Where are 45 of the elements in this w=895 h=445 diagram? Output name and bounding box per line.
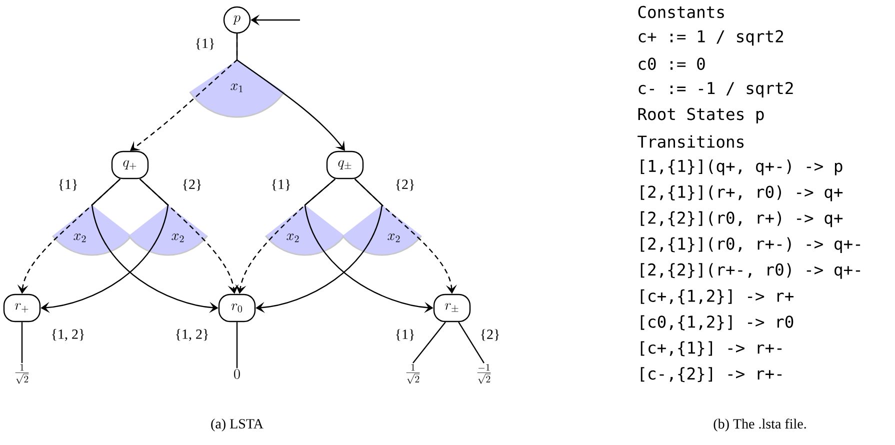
connector-line <box>458 322 485 364</box>
code-line: c- := -1 / sqrt2 <box>638 82 793 98</box>
leaf-value: $\frac{1}{\sqrt{2}}$ <box>15 364 29 384</box>
state-node: $r_{0}$ <box>218 294 256 322</box>
leaf-value: $\frac{-1}{\sqrt{2}}$ <box>477 364 491 384</box>
set-label: {1} <box>272 179 290 191</box>
state-node: $q_{\pm}$ <box>326 150 364 180</box>
state-node: $r_{\pm}$ <box>433 294 471 322</box>
connector-line <box>412 322 446 364</box>
code-line: [c+,{1,2}] -> r+ <box>640 289 794 304</box>
code-line: [2,{1}](r+, r0) -> q+ <box>640 185 843 202</box>
variable-label: $x_2$ <box>172 234 184 242</box>
caption: (b) The .lsta file. <box>714 418 806 432</box>
set-label: {1, 2} <box>52 329 84 341</box>
code-line: [1,{1}](q+, q+-) -> p <box>640 160 842 176</box>
set-label: {1, 2} <box>176 329 208 341</box>
variable-label: $x_2$ <box>74 234 86 242</box>
code-line: [c0,{1,2}] -> r0 <box>640 315 794 330</box>
code-line: [2,{2}](r0, r+) -> q+ <box>640 211 843 228</box>
code-line: [2,{1}](r0, r+-) -> q+- <box>640 237 860 253</box>
state-node: $q_{+}$ <box>111 150 149 180</box>
code-line: c+ := 1 / sqrt2 <box>638 30 783 46</box>
arrow <box>236 34 345 151</box>
caption: (a) LSTA <box>211 418 264 432</box>
code-line: Root States p <box>638 108 764 124</box>
leaf-value: $\frac{1}{\sqrt{2}}$ <box>406 364 420 384</box>
code-line: [c+,{1}] -> r+- <box>640 341 782 356</box>
variable-label: $x_1$ <box>230 84 242 92</box>
leaf-value: $0$ <box>234 369 240 379</box>
variable-label: $x_2$ <box>388 234 400 242</box>
code-line: Constants <box>638 6 724 18</box>
set-label: {2} <box>183 179 201 191</box>
connector-line <box>21 322 23 364</box>
variable-label: $x_2$ <box>286 234 299 242</box>
state-node: $r_{+}$ <box>3 294 41 322</box>
set-label: {1} <box>396 329 414 341</box>
set-label: {1} <box>196 38 214 50</box>
code-line: [2,{2}](r+-, r0) -> q+- <box>640 263 860 279</box>
set-label: {2} <box>481 329 499 341</box>
code-line: [c-,{2}] -> r+- <box>640 367 782 382</box>
code-line: Transitions <box>638 135 744 148</box>
connector-line <box>236 322 238 368</box>
code-line: c0 := 0 <box>638 58 705 70</box>
set-label: {1} <box>59 179 77 191</box>
set-label: {2} <box>396 179 414 191</box>
